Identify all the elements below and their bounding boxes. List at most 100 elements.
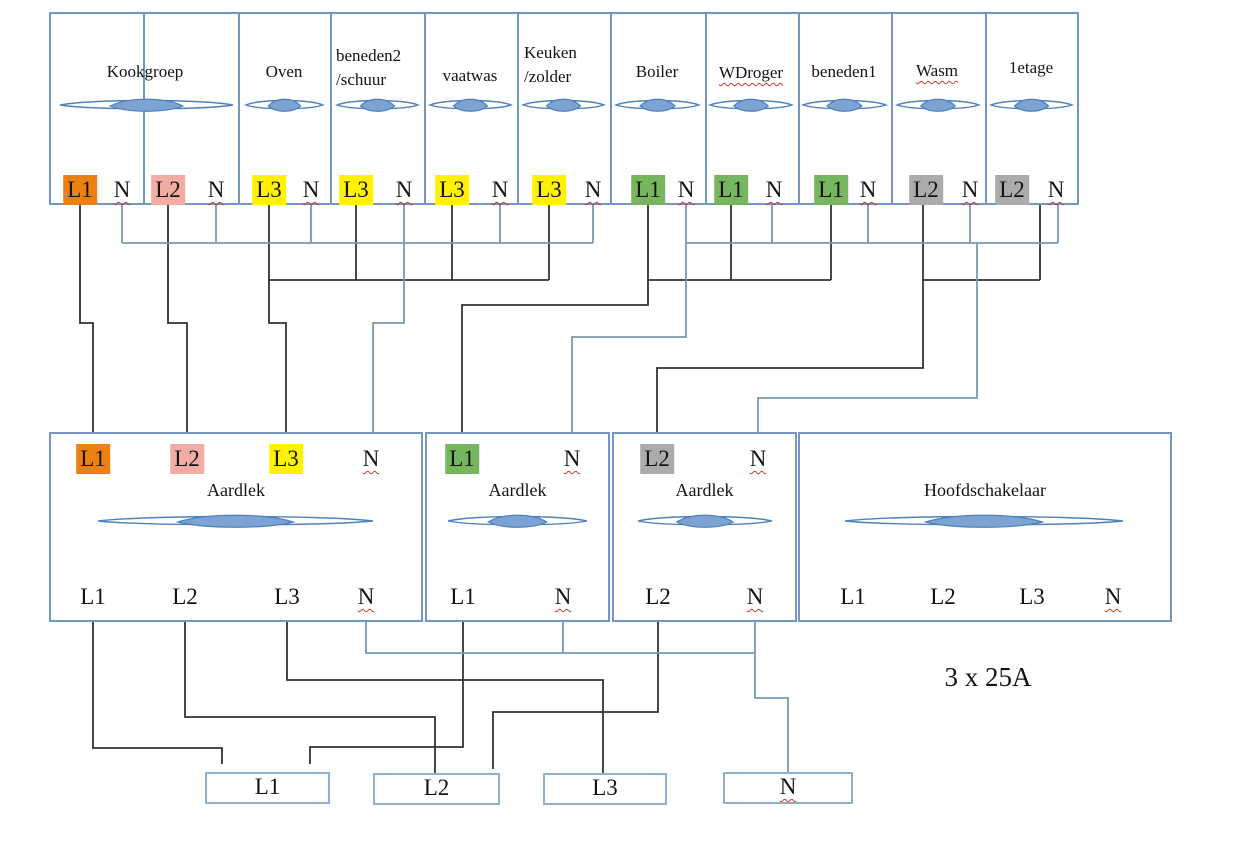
device-box-hoofdschakelaar bbox=[798, 432, 1172, 622]
breaker-divider bbox=[517, 12, 519, 205]
device-bottom-terminal-L2: L2 bbox=[645, 584, 671, 609]
breaker-terminal-L2: L2 bbox=[909, 175, 943, 205]
phase-wire bbox=[79, 205, 94, 432]
breaker-title: Wasm bbox=[915, 61, 959, 80]
rocker-switch-toggle-icon bbox=[452, 98, 489, 112]
breaker-terminal-L1: L1 bbox=[631, 175, 665, 205]
breaker-title: Boiler bbox=[635, 62, 679, 81]
breaker-terminal-N: N bbox=[302, 177, 320, 202]
breaker-divider bbox=[330, 12, 332, 205]
breaker-title: vaatwas bbox=[442, 66, 498, 85]
breaker-terminal-N: N bbox=[859, 177, 877, 202]
phase-wire bbox=[184, 622, 436, 773]
rocker-switch-toggle-icon bbox=[267, 98, 302, 112]
bus-terminal-label-L1: L1 bbox=[254, 774, 281, 799]
breaker-terminal-L1: L1 bbox=[814, 175, 848, 205]
phase-wire bbox=[286, 622, 604, 773]
rocker-switch-toggle-icon bbox=[675, 514, 735, 528]
phase-wire bbox=[461, 205, 649, 432]
device-bottom-terminal-N: N bbox=[357, 584, 375, 609]
device-box-aardlek bbox=[612, 432, 797, 622]
rocker-switch-toggle-icon bbox=[732, 98, 770, 112]
device-bottom-terminal-N: N bbox=[746, 584, 764, 609]
device-title: Aardlek bbox=[488, 480, 547, 500]
device-bottom-terminal-L1: L1 bbox=[80, 584, 106, 609]
main-fuse-rating-label: 3 x 25A bbox=[944, 662, 1032, 692]
device-title: Aardlek bbox=[207, 480, 265, 500]
breaker-terminal-L3: L3 bbox=[339, 175, 373, 205]
phase-wire bbox=[92, 622, 223, 764]
rocker-switch-toggle-icon bbox=[108, 98, 185, 112]
breaker-terminal-L2: L2 bbox=[995, 175, 1029, 205]
device-top-terminal-N: N bbox=[362, 446, 380, 471]
device-title: Hoofdschakelaar bbox=[924, 480, 1046, 500]
neutral-wire bbox=[754, 622, 789, 772]
breaker-terminal-L3: L3 bbox=[435, 175, 469, 205]
device-top-terminal-L2: L2 bbox=[640, 444, 674, 474]
device-top-terminal-L1: L1 bbox=[76, 444, 110, 474]
device-box-aardlek bbox=[425, 432, 610, 622]
rocker-switch-toggle-icon bbox=[545, 98, 582, 112]
rocker-switch-toggle-icon bbox=[826, 98, 863, 112]
breaker-terminal-L3: L3 bbox=[252, 175, 286, 205]
breaker-terminal-N: N bbox=[765, 177, 783, 202]
breaker-divider bbox=[891, 12, 893, 205]
device-top-terminal-L3: L3 bbox=[269, 444, 303, 474]
device-bottom-terminal-L3: L3 bbox=[1019, 584, 1045, 609]
bus-terminal-box-L3 bbox=[543, 773, 667, 805]
breaker-title: Kookgroep bbox=[106, 62, 184, 81]
phase-wire bbox=[656, 205, 924, 432]
breaker-terminal-N: N bbox=[1047, 177, 1065, 202]
breaker-title: beneden1 bbox=[811, 62, 877, 81]
device-bottom-terminal-N: N bbox=[554, 584, 572, 609]
bus-terminal-box-L2 bbox=[373, 773, 500, 805]
phase-wire bbox=[309, 622, 464, 764]
bus-terminal-box-N bbox=[723, 772, 853, 804]
rocker-switch-toggle-icon bbox=[175, 514, 296, 528]
breaker-divider bbox=[424, 12, 426, 205]
breaker-terminal-N: N bbox=[491, 177, 509, 202]
breaker-terminal-L3: L3 bbox=[532, 175, 566, 205]
breaker-terminal-L1: L1 bbox=[714, 175, 748, 205]
breaker-title: 1etage bbox=[1008, 58, 1054, 77]
breaker-terminal-N: N bbox=[961, 177, 979, 202]
phase-wire bbox=[492, 622, 659, 769]
breaker-divider bbox=[238, 12, 240, 205]
rocker-switch-toggle-icon bbox=[487, 514, 548, 528]
neutral-wire bbox=[757, 243, 978, 432]
device-top-terminal-L2: L2 bbox=[170, 444, 204, 474]
bus-terminal-box-L1 bbox=[205, 772, 330, 804]
rocker-switch-toggle-icon bbox=[1013, 98, 1050, 112]
breaker-terminal-L2: L2 bbox=[151, 175, 185, 205]
breaker-terminal-N: N bbox=[113, 177, 131, 202]
bus-terminal-label-N: N bbox=[779, 774, 797, 799]
device-title: Aardlek bbox=[675, 480, 734, 500]
device-bottom-terminal-N: N bbox=[1104, 584, 1122, 609]
breaker-terminal-N: N bbox=[677, 177, 695, 202]
rocker-switch-toggle-icon bbox=[639, 98, 676, 112]
bus-terminal-label-L2: L2 bbox=[423, 775, 450, 800]
neutral-wire bbox=[372, 205, 405, 432]
breaker-terminal-L1: L1 bbox=[63, 175, 97, 205]
bus-terminal-label-L3: L3 bbox=[592, 775, 618, 800]
rocker-switch-toggle-icon bbox=[919, 98, 957, 112]
device-top-terminal-N: N bbox=[749, 446, 767, 471]
device-bottom-terminal-L1: L1 bbox=[840, 584, 866, 609]
rocker-switch-toggle-icon bbox=[923, 514, 1045, 528]
breaker-divider bbox=[798, 12, 800, 205]
device-box-aardlek bbox=[49, 432, 423, 622]
neutral-wire bbox=[365, 622, 755, 654]
device-bottom-terminal-L2: L2 bbox=[172, 584, 198, 609]
breaker-title: WDroger bbox=[718, 63, 784, 82]
neutral-wire bbox=[571, 205, 687, 432]
breaker-divider bbox=[610, 12, 612, 205]
breaker-terminal-N: N bbox=[395, 177, 413, 202]
phase-wire bbox=[167, 205, 188, 432]
breaker-title: Keuken/zolder bbox=[524, 43, 577, 86]
breaker-title: beneden2/schuur bbox=[336, 46, 402, 89]
device-top-terminal-L1: L1 bbox=[445, 444, 479, 474]
breaker-terminal-N: N bbox=[207, 177, 225, 202]
breaker-terminal-N: N bbox=[584, 177, 602, 202]
